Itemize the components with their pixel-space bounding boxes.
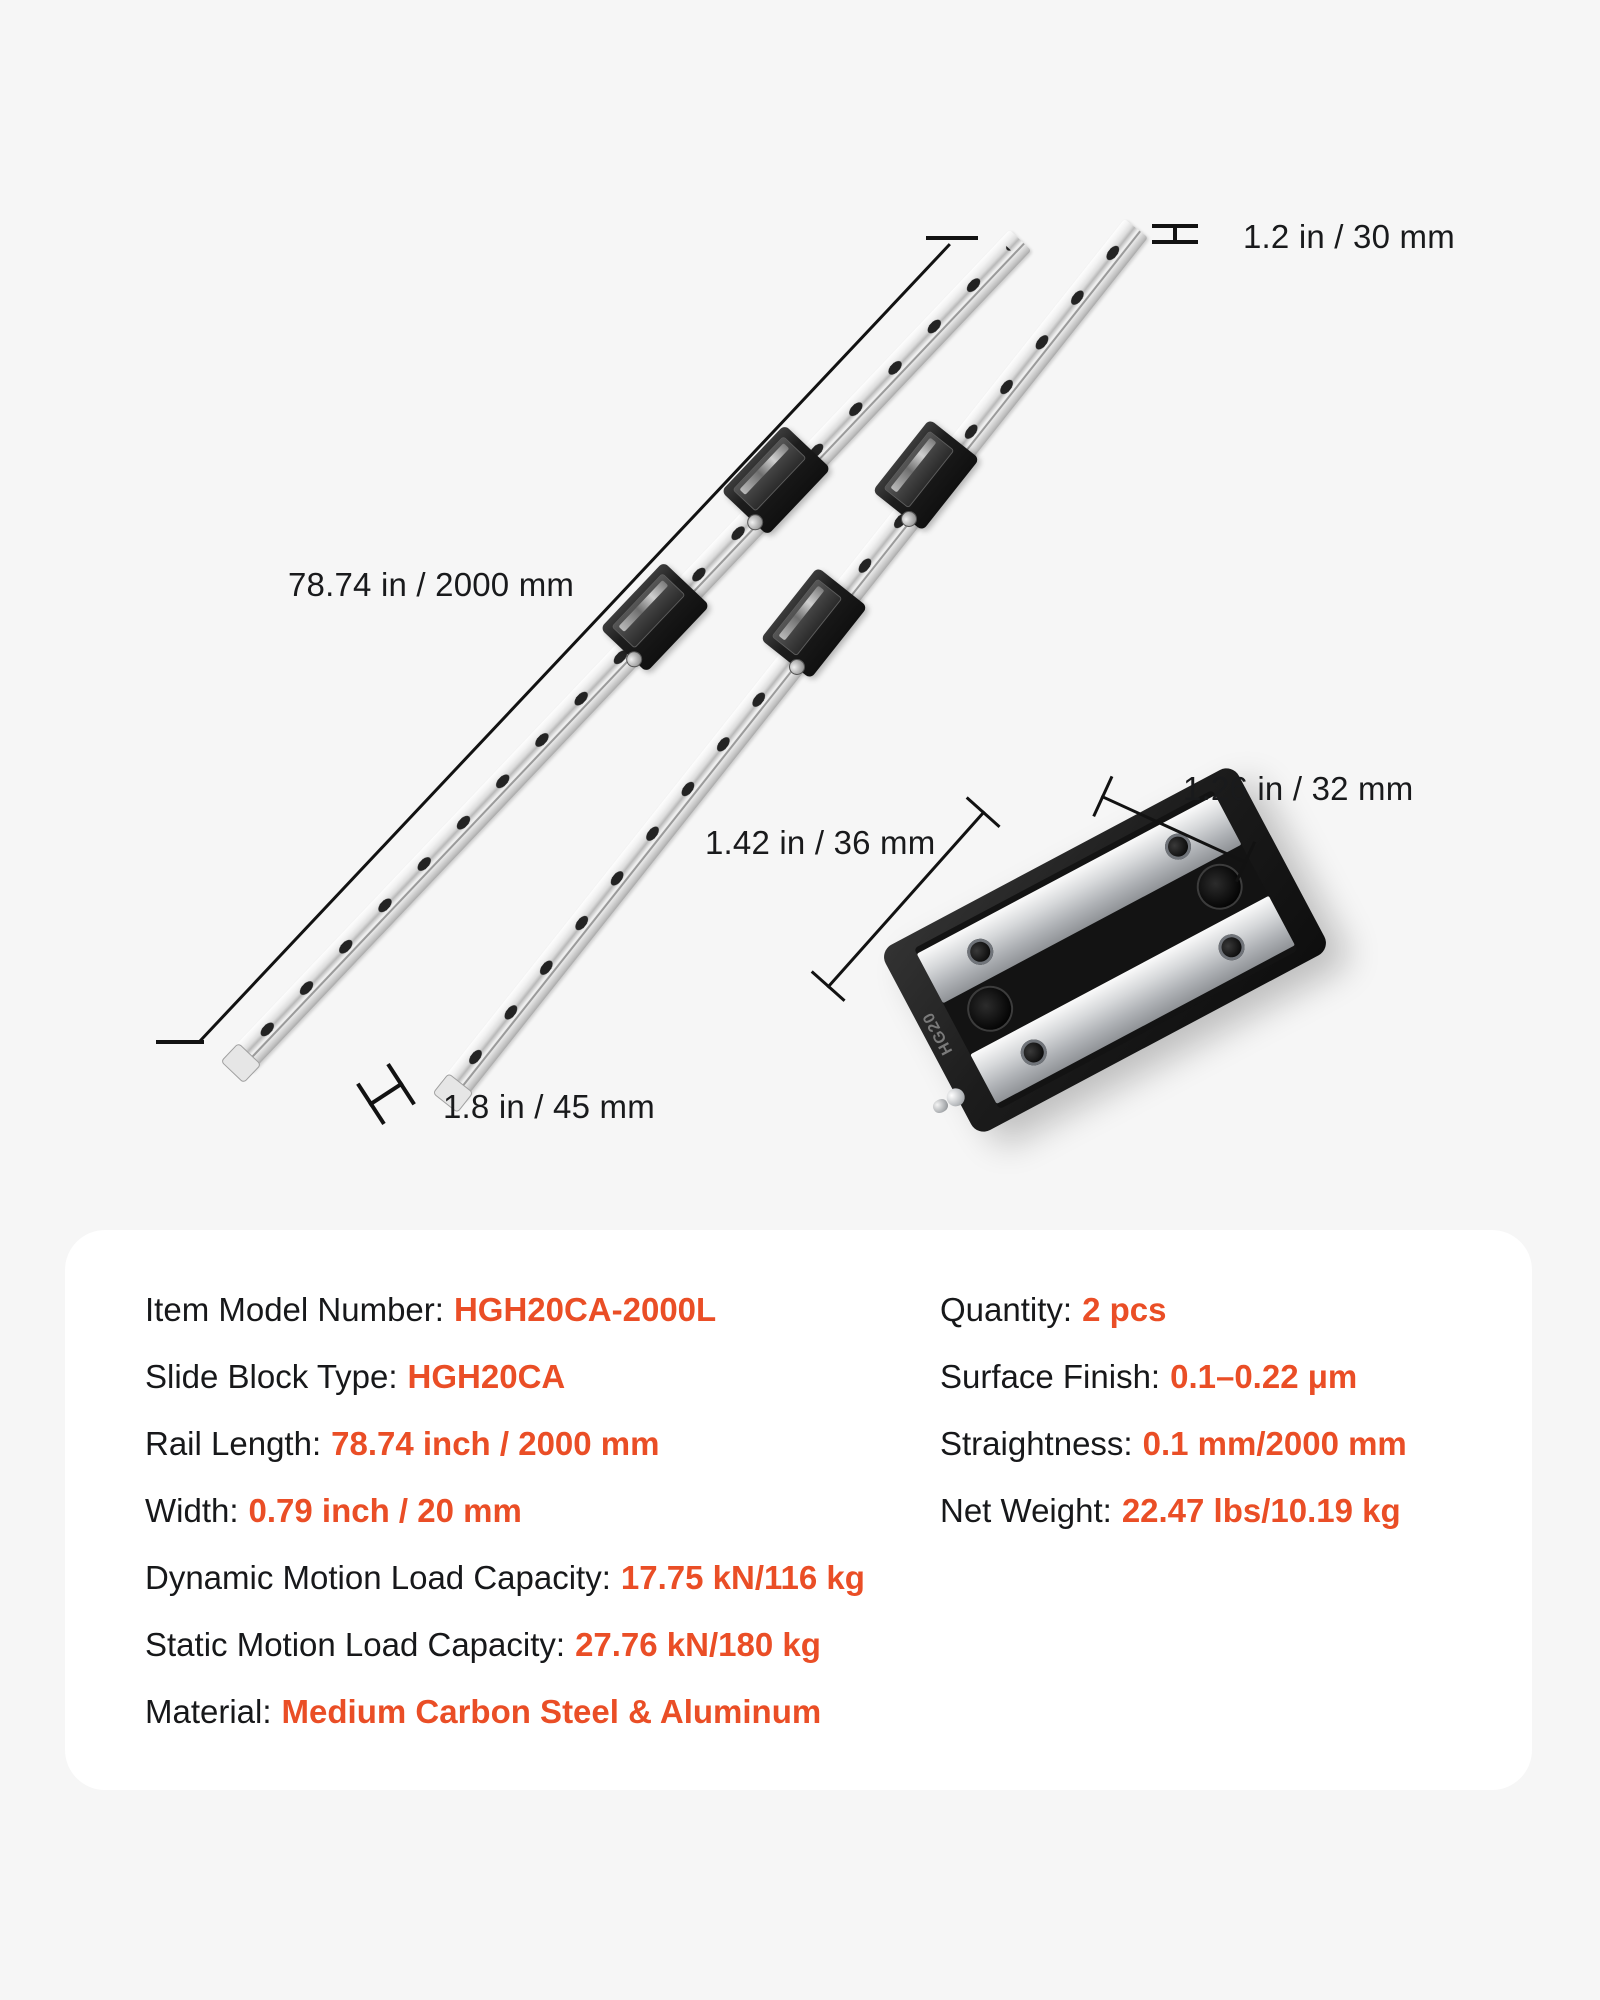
block-width-label: 1.26 in / 32 mm [1183, 770, 1414, 807]
bolt-hole-icon [1213, 929, 1250, 965]
spec-card: Item Model Number:HGH20CA-2000L Slide Bl… [65, 1230, 1532, 1790]
spec-row-dynamic-load: Dynamic Motion Load Capacity:17.75 kN/11… [145, 1558, 865, 1598]
spec-label: Item Model Number: [145, 1291, 444, 1328]
spec-row-material: Material:Medium Carbon Steel & Aluminum [145, 1692, 821, 1732]
spec-value: HGH20CA [407, 1358, 566, 1395]
spec-value: 22.47 lbs/10.19 kg [1121, 1492, 1401, 1529]
block-length-label: 1.42 in / 36 mm [705, 824, 936, 861]
slide-block-closeup: HG20 [879, 763, 1331, 1137]
spec-label: Material: [145, 1693, 272, 1730]
bolt-hole-icon [962, 934, 998, 970]
rail-height-label: 1.2 in / 30 mm [1243, 218, 1455, 255]
spec-value: HGH20CA-2000L [453, 1291, 717, 1328]
spec-value: 0.1 mm/2000 mm [1142, 1425, 1407, 1462]
spec-value: 17.75 kN/116 kg [620, 1559, 865, 1596]
spec-value: 27.76 kN/180 kg [575, 1626, 821, 1663]
slide-block-top-plate [732, 435, 807, 512]
spec-value: 0.1–0.22 μm [1170, 1358, 1358, 1395]
spec-value: 78.74 inch / 2000 mm [331, 1425, 660, 1462]
rail-length-dimension-tick-bottom [156, 1040, 204, 1044]
spec-value: 0.79 inch / 20 mm [248, 1492, 522, 1529]
spec-label: Rail Length: [145, 1425, 322, 1462]
spec-value: 2 pcs [1082, 1291, 1167, 1328]
spec-row-width: Width:0.79 inch / 20 mm [145, 1491, 522, 1531]
rail-width-label: 1.8 in / 45 mm [443, 1088, 655, 1125]
bolt-hole-icon [1160, 829, 1196, 865]
slide-block-top-plate [771, 578, 843, 657]
slide-block-top-plate [611, 572, 686, 649]
spec-row-static-load: Static Motion Load Capacity:27.76 kN/180… [145, 1625, 821, 1665]
spec-label: Surface Finish: [940, 1358, 1161, 1395]
spec-label: Dynamic Motion Load Capacity: [145, 1559, 611, 1596]
rail-length-dimension-tick-top [926, 236, 978, 240]
spec-row-slide-block-type: Slide Block Type:HGH20CA [145, 1357, 565, 1397]
bolt-hole-icon [1016, 1034, 1052, 1071]
spec-row-straightness: Straightness:0.1 mm/2000 mm [940, 1424, 1407, 1464]
spec-label: Straightness: [940, 1425, 1133, 1462]
spec-row-surface-finish: Surface Finish:0.1–0.22 μm [940, 1357, 1357, 1397]
rail-height-mark-icon [1152, 224, 1198, 244]
spec-row-net-weight: Net Weight:22.47 lbs/10.19 kg [940, 1491, 1401, 1531]
spec-label: Width: [145, 1492, 239, 1529]
spec-row-item-model-number: Item Model Number:HGH20CA-2000L [145, 1290, 716, 1330]
spec-value: Medium Carbon Steel & Aluminum [281, 1693, 822, 1730]
slide-block-top-plate [883, 430, 955, 509]
rail-length-label: 78.74 in / 2000 mm [288, 566, 575, 603]
spec-label: Slide Block Type: [145, 1358, 398, 1395]
spec-label: Quantity: [940, 1291, 1073, 1328]
spec-row-rail-length: Rail Length:78.74 inch / 2000 mm [145, 1424, 659, 1464]
rail-width-mark-icon [354, 1062, 417, 1126]
product-photo-area: 1.2 in / 30 mm 78.74 in / 2000 mm 1.8 in… [156, 218, 1455, 1137]
spec-row-quantity: Quantity:2 pcs [940, 1290, 1166, 1330]
spec-label: Net Weight: [940, 1492, 1112, 1529]
spec-label: Static Motion Load Capacity: [145, 1626, 566, 1663]
